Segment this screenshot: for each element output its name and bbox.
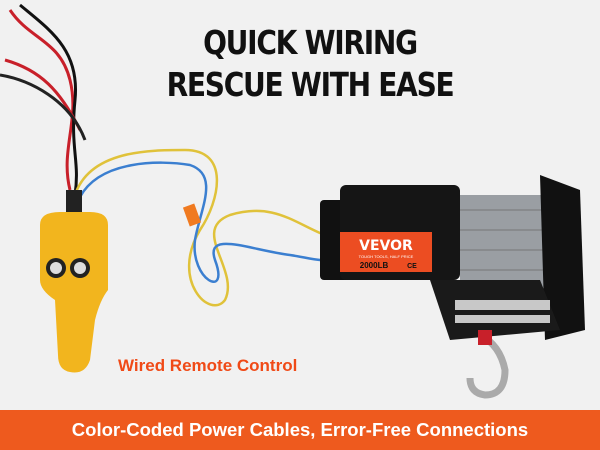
svg-text:CE: CE xyxy=(407,263,417,270)
headline: QUICK WIRING RESCUE WITH EASE xyxy=(166,22,455,106)
svg-text:VEVOR: VEVOR xyxy=(359,238,413,254)
bottom-banner: Color-Coded Power Cables, Error-Free Con… xyxy=(0,410,600,450)
wired-remote-control xyxy=(40,190,108,373)
svg-text:2000LB: 2000LB xyxy=(360,261,389,270)
power-wires xyxy=(0,3,87,196)
control-wires xyxy=(73,148,341,307)
remote-label: Wired Remote Control xyxy=(118,356,298,375)
headline-line-2: RESCUE WITH EASE xyxy=(166,65,455,104)
headline-line-1: QUICK WIRING xyxy=(203,23,418,62)
winch: VEVOR TOUGH TOOLS, HALF PRICE 2000LB CE xyxy=(320,175,585,399)
svg-text:TOUGH TOOLS, HALF PRICE: TOUGH TOOLS, HALF PRICE xyxy=(359,254,414,259)
